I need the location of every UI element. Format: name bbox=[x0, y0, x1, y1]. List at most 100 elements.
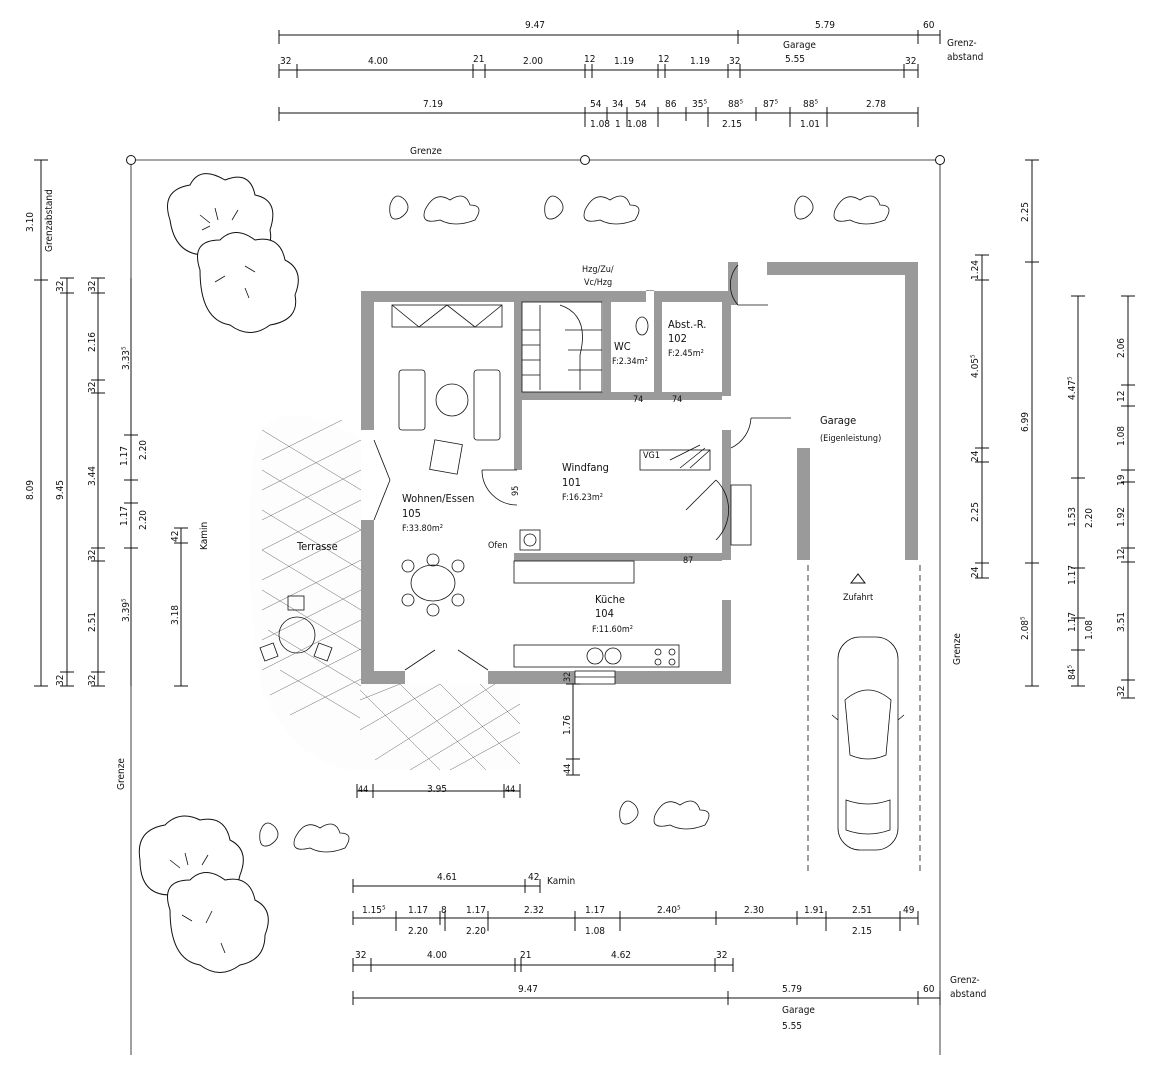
dim-right1-2: 2.08⁵ bbox=[1020, 616, 1031, 640]
dim-r2-0: 32 bbox=[280, 56, 291, 67]
dim-b3-b: 5.79 bbox=[782, 984, 802, 995]
dim-left-grenzabstand: Grenzabstand bbox=[44, 189, 55, 252]
dim-right2-3: 2.25 bbox=[970, 502, 981, 522]
room-abst-number: 102 bbox=[668, 332, 687, 345]
dim-right3-2: 1.17 bbox=[1067, 565, 1078, 585]
dim-left4-2: 2.20 bbox=[138, 510, 149, 530]
dim-r2-2: 21 bbox=[473, 54, 484, 65]
windows bbox=[391, 304, 752, 685]
dim-b1-0: 1.15⁵ bbox=[362, 905, 386, 916]
dim-b1s-2: 1.08 bbox=[585, 926, 605, 937]
dim-left3-3: 3.44 bbox=[87, 466, 98, 486]
dim-b3-c: 60 bbox=[923, 984, 935, 995]
dim-right1-0: 2.25 bbox=[1020, 202, 1031, 222]
room-abst-area: F:2.45m² bbox=[668, 349, 704, 359]
door-87: 87 bbox=[683, 556, 693, 566]
car bbox=[831, 636, 905, 851]
right-dimension-chains: 2.25 6.99 2.08⁵ 1.24 4.05⁵ 24 2.25 24 4.… bbox=[970, 159, 1135, 699]
dim-left-809: 8.09 bbox=[25, 480, 36, 500]
dim-right3-4: 84⁵ bbox=[1067, 665, 1078, 680]
dim-right4-7: 32 bbox=[1116, 686, 1127, 697]
dim-b2-1: 4.00 bbox=[427, 950, 447, 961]
room-kueche-name: Küche bbox=[595, 593, 625, 606]
wc-fixtures bbox=[635, 316, 711, 471]
dim-b1-9: 2.51 bbox=[852, 905, 872, 916]
room-wohnen-area: F:33.80m² bbox=[402, 524, 443, 534]
dim-terr-wall: 32 bbox=[563, 672, 573, 682]
dim-r2-5: 1.19 bbox=[614, 56, 634, 67]
dim-b3-abstand: abstand bbox=[950, 989, 986, 1000]
dim-right4-3: 19 bbox=[1116, 474, 1127, 486]
dim-r3-5: 35⁵ bbox=[692, 99, 707, 110]
dim-left3-6: 32 bbox=[87, 675, 98, 686]
dim-left-310: 3.10 bbox=[25, 212, 36, 232]
dim-b1-3: 1.17 bbox=[466, 905, 486, 916]
door-95: 95 bbox=[511, 486, 521, 496]
dim-left3-2: 32 bbox=[87, 382, 98, 393]
dim-b2-0: 32 bbox=[355, 950, 366, 961]
dim-right4-2: 1.08 bbox=[1116, 426, 1127, 446]
dim-left3-5: 2.51 bbox=[87, 612, 98, 632]
dim-b2-2: 21 bbox=[520, 950, 531, 961]
dim-left4-1: 2.20 bbox=[138, 440, 149, 460]
dim-left4-0: 3.33⁵ bbox=[121, 346, 132, 370]
dim-kamin-42: 42 bbox=[170, 531, 181, 542]
dim-top-grenz: Grenz- bbox=[947, 38, 977, 49]
boundary-label-top: Grenze bbox=[410, 146, 442, 157]
room-windfang-area: F:16.23m² bbox=[562, 493, 603, 503]
room-windfang-name: Windfang bbox=[562, 461, 609, 474]
dim-r3-6: 88⁵ bbox=[728, 99, 743, 110]
driveway: Zufahrt bbox=[807, 565, 921, 875]
dim-right3-0: 4.47⁵ bbox=[1067, 376, 1078, 400]
house-walls bbox=[361, 262, 918, 684]
dim-right4-6: 3.51 bbox=[1116, 612, 1127, 632]
dim-right4-4: 1.92 bbox=[1116, 507, 1127, 527]
dim-r3-8: 88⁵ bbox=[803, 99, 818, 110]
dim-left2-1: 9.45 bbox=[55, 480, 66, 500]
dim-b0-label: Kamin bbox=[547, 876, 575, 887]
dim-r2-4: 12 bbox=[584, 54, 595, 65]
boundary-label-right: Grenze bbox=[952, 633, 963, 665]
dim-top-garage: Garage bbox=[783, 40, 816, 51]
dim-b1-8: 1.91 bbox=[804, 905, 824, 916]
dim-r2-3: 2.00 bbox=[523, 56, 543, 67]
dim-r3s-1: 1 bbox=[615, 119, 621, 130]
room-kueche-area: F:11.60m² bbox=[592, 625, 633, 635]
dim-r3s-2: 1.08 bbox=[627, 119, 647, 130]
dim-left3s-0: 1.17 bbox=[119, 446, 130, 466]
room-wohnen-number: 105 bbox=[402, 507, 421, 520]
dim-left3-0: 32 bbox=[87, 281, 98, 292]
kitchen-fixtures bbox=[513, 529, 680, 668]
dim-right3b-0: 2.20 bbox=[1084, 508, 1095, 528]
room-kueche-number: 104 bbox=[595, 607, 614, 620]
dim-b1s-1: 2.20 bbox=[466, 926, 486, 937]
room-abst-name: Abst.-R. bbox=[668, 318, 706, 331]
dim-top-abstand: abstand bbox=[947, 52, 983, 63]
dim-right3-1: 1.53 bbox=[1067, 507, 1078, 527]
door-74b: 74 bbox=[672, 395, 682, 405]
dim-terr-depth2: 44 bbox=[563, 764, 573, 774]
shrubs bbox=[259, 195, 890, 853]
room-wc-name: WC bbox=[614, 340, 631, 353]
dim-terrace-318: 3.18 bbox=[170, 605, 181, 625]
dim-terr-left: 44 bbox=[358, 785, 368, 795]
dim-r2-9: 32 bbox=[905, 56, 916, 67]
dim-right2-4: 24 bbox=[970, 566, 981, 578]
dim-right2-2: 24 bbox=[970, 450, 981, 462]
dim-right4-0: 2.06 bbox=[1116, 338, 1127, 358]
dim-r2-1: 4.00 bbox=[368, 56, 388, 67]
dim-left3-1: 2.16 bbox=[87, 332, 98, 352]
label-ofen: Ofen bbox=[488, 541, 507, 551]
dim-b1-10: 49 bbox=[903, 905, 915, 916]
dim-b3-a: 9.47 bbox=[518, 984, 538, 995]
dim-terr-depth: 1.76 bbox=[562, 715, 573, 735]
dim-top-60: 60 bbox=[923, 20, 935, 31]
dim-r3-9: 2.78 bbox=[866, 99, 886, 110]
stairs bbox=[521, 301, 603, 393]
tree-cluster-bottom-left bbox=[138, 815, 269, 973]
dim-right3-3: 1.17 bbox=[1067, 612, 1078, 632]
bottom-dimension-chains: 4.61 42 Kamin 1.15⁵ 1.17 8 1.17 2.32 1.1… bbox=[352, 872, 986, 1032]
dim-r3-0: 7.19 bbox=[423, 99, 443, 110]
doors bbox=[481, 264, 791, 541]
